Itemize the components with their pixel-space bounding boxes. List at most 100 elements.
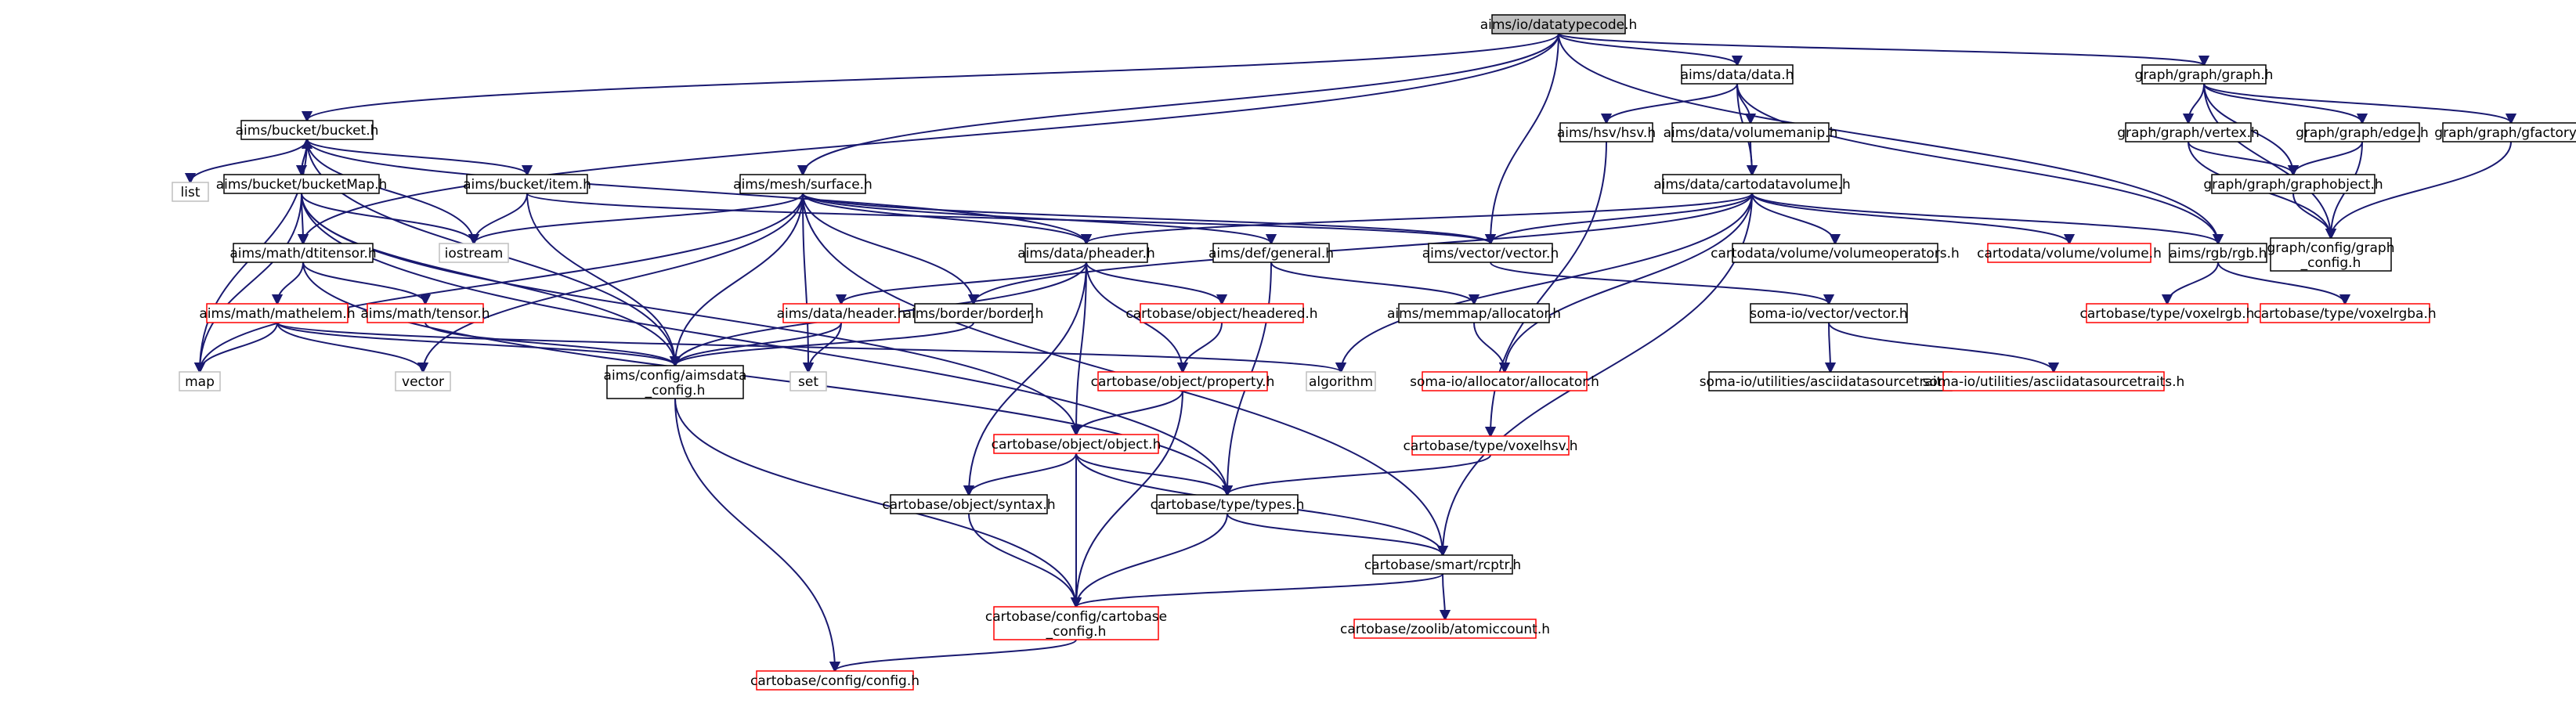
- node-bucketmap[interactable]: aims/bucket/bucketMap.h: [216, 174, 388, 194]
- node-box: [2211, 174, 2375, 194]
- node-box: [206, 303, 349, 323]
- edge-cartovol-to-somaalloc: [1498, 193, 1753, 374]
- node-algorithm[interactable]: algorithm: [1306, 371, 1376, 391]
- node-item[interactable]: aims/bucket/item.h: [463, 174, 591, 194]
- node-pheader[interactable]: aims/data/pheader.h: [1017, 243, 1155, 263]
- node-iostream[interactable]: iostream: [439, 243, 509, 263]
- edge-headered-to-property: [1176, 322, 1223, 374]
- node-voxelrgb[interactable]: cartobase/type/voxelrgb.h: [2080, 303, 2255, 323]
- node-volmanip[interactable]: aims/data/volumemanip.h: [1664, 122, 1838, 142]
- edge-root-to-surface: [797, 33, 1559, 177]
- node-label: aims/def/general.h: [1209, 246, 1334, 262]
- node-map[interactable]: map: [179, 371, 221, 391]
- node-box: [890, 494, 1048, 514]
- node-label: aims/config/aimsdata: [604, 368, 747, 384]
- node-label: aims/border/border.h: [904, 306, 1044, 322]
- node-dtitensor[interactable]: aims/math/dtitensor.h: [229, 243, 377, 263]
- node-bucket[interactable]: aims/bucket/bucket.h: [236, 120, 379, 140]
- node-property[interactable]: cartobase/object/property.h: [1091, 371, 1275, 391]
- node-volops[interactable]: cartodata/volume/volumeoperators.h: [1711, 243, 1960, 263]
- node-somavec[interactable]: soma-io/vector/vector.h: [1750, 303, 1908, 323]
- node-atomic[interactable]: cartobase/zoolib/atomiccount.h: [1340, 619, 1550, 639]
- node-config[interactable]: cartobase/config/config.h: [750, 670, 919, 691]
- node-volume_h[interactable]: cartodata/volume/volume.h: [1977, 243, 2162, 263]
- edge-bucket-to-list: [184, 139, 308, 185]
- node-label: graph/graph/gfactory.h: [2434, 125, 2576, 141]
- node-box: [367, 303, 484, 323]
- node-gedge[interactable]: graph/graph/edge.h: [2296, 122, 2429, 142]
- edge-hsv-to-voxelhsv: [1484, 141, 1607, 438]
- node-label: aims/data/pheader.h: [1017, 246, 1155, 262]
- edge-bucket-to-item: [306, 139, 533, 177]
- node-gvertex[interactable]: graph/graph/vertex.h: [2117, 122, 2260, 142]
- node-list[interactable]: list: [172, 182, 209, 202]
- node-data[interactable]: aims/data/data.h: [1681, 64, 1794, 85]
- node-somaalloc[interactable]: soma-io/allocator/allocator.h: [1410, 371, 1599, 391]
- node-mmalloc[interactable]: aims/memmap/allocator.h: [1387, 303, 1561, 323]
- node-object[interactable]: cartobase/object/object.h: [992, 434, 1162, 454]
- node-vector_h[interactable]: aims/vector/vector.h: [1422, 243, 1559, 263]
- node-box: [1140, 303, 1304, 323]
- node-cbconfig[interactable]: cartobase/config/cartobase_config.h: [985, 606, 1167, 640]
- node-label: graph/graph/vertex.h: [2117, 125, 2260, 141]
- node-mathelem[interactable]: aims/math/mathelem.h: [199, 303, 356, 323]
- node-set[interactable]: set: [789, 371, 827, 391]
- node-root[interactable]: aims/io/datatypecode.h: [1480, 14, 1638, 34]
- node-cartovol[interactable]: aims/data/cartodatavolume.h: [1653, 174, 1851, 194]
- node-box: [1559, 122, 1653, 142]
- edge-mathelem-to-vector: [276, 322, 429, 374]
- node-voxelrgba[interactable]: cartobase/type/voxelrgba.h: [2253, 303, 2437, 323]
- node-label: cartobase/type/voxelrgba.h: [2253, 306, 2436, 322]
- node-box: [179, 371, 221, 391]
- edge-property-to-object: [1070, 390, 1183, 437]
- node-label: cartobase/object/property.h: [1091, 374, 1275, 390]
- node-label: aims/io/datatypecode.h: [1480, 17, 1638, 33]
- node-rcptr[interactable]: cartobase/smart/rcptr.h: [1364, 554, 1521, 575]
- node-box: [756, 670, 914, 691]
- node-box: [1422, 371, 1588, 391]
- node-gfactory[interactable]: graph/graph/gfactory.h: [2434, 122, 2576, 142]
- node-label: graph/graph/graphobject.h: [2203, 177, 2383, 193]
- node-asciisrc[interactable]: soma-io/utilities/asciidatasourcetraits.…: [1700, 371, 1962, 391]
- node-headered[interactable]: cartobase/object/headered.h: [1125, 303, 1318, 323]
- node-box: [1156, 494, 1299, 514]
- edge-root-to-bucket: [301, 33, 1559, 123]
- edge-root-to-graph: [1558, 33, 2210, 67]
- node-hsv[interactable]: aims/hsv/hsv.h: [1557, 122, 1656, 142]
- node-graph[interactable]: graph/graph/graph.h: [2135, 64, 2274, 85]
- node-box: [782, 303, 900, 323]
- node-label: list: [181, 185, 201, 200]
- node-label: aims/math/mathelem.h: [199, 306, 355, 322]
- node-syntax[interactable]: cartobase/object/syntax.h: [882, 494, 1056, 514]
- node-tensor[interactable]: aims/math/tensor.h: [360, 303, 490, 323]
- node-label: aims/bucket/item.h: [463, 177, 591, 193]
- node-voxelhsv[interactable]: cartobase/type/voxelhsv.h: [1404, 435, 1578, 456]
- edge-somavec-to-asciisrc: [1824, 322, 1837, 374]
- node-asciisrc2[interactable]: soma-io/utilities/asciidatasourcetraits.…: [1923, 371, 2185, 391]
- node-general[interactable]: aims/def/general.h: [1209, 243, 1334, 263]
- node-graphobj[interactable]: graph/graph/graphobject.h: [2203, 174, 2383, 194]
- edge-gedge-to-graphobj: [2287, 141, 2363, 177]
- node-label: _config.h: [1046, 624, 1107, 640]
- edge-item-to-vector_h: [526, 193, 1497, 246]
- node-aheader[interactable]: aims/data/header.h: [777, 303, 906, 323]
- edge-surface-to-iostream: [468, 193, 804, 246]
- edge-pheader-to-headered: [1086, 262, 1228, 306]
- node-label: cartobase/smart/rcptr.h: [1364, 557, 1521, 573]
- node-box: [2270, 237, 2392, 272]
- node-types[interactable]: cartobase/type/types.h: [1151, 494, 1305, 514]
- node-label: aims/data/data.h: [1681, 67, 1794, 83]
- node-gconfig[interactable]: graph/config/graph_config.h: [2267, 237, 2395, 272]
- edge-volmanip-to-cartovol: [1746, 141, 1758, 177]
- node-aimsdata[interactable]: aims/config/aimsdata_config.h: [604, 365, 747, 399]
- edge-surface-to-general: [802, 193, 1277, 246]
- node-rgb[interactable]: aims/rgb/rgb.h: [2169, 243, 2267, 263]
- node-box: [1732, 243, 1938, 263]
- node-vector[interactable]: vector: [395, 371, 451, 391]
- node-surface[interactable]: aims/mesh/surface.h: [733, 174, 873, 194]
- node-label: cartobase/object/headered.h: [1125, 306, 1317, 322]
- node-border[interactable]: aims/border/border.h: [904, 303, 1044, 323]
- node-box: [2304, 122, 2420, 142]
- node-label: cartobase/config/config.h: [750, 673, 919, 689]
